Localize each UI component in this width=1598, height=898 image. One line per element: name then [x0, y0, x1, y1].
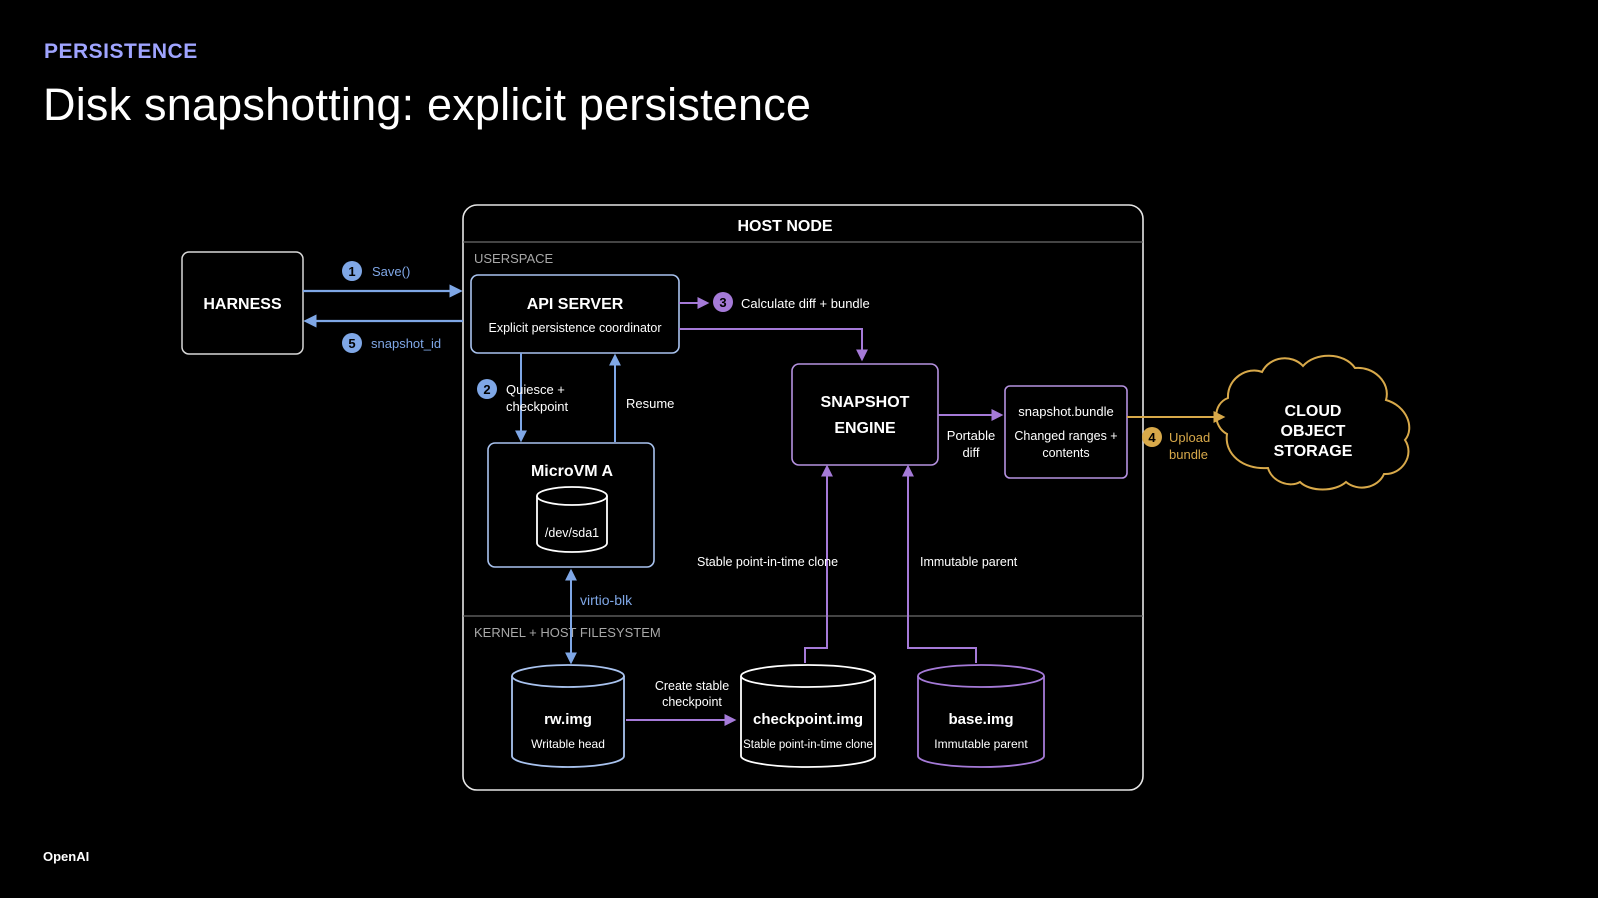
openai-logo: OpenAI: [43, 849, 90, 864]
api-server-subtitle: Explicit persistence coordinator: [489, 321, 662, 335]
kernel-label: KERNEL + HOST FILESYSTEM: [474, 625, 661, 640]
virtio-label: virtio-blk: [580, 592, 633, 608]
snapshot-bundle-line2: contents: [1042, 446, 1089, 460]
quiesce-label-line1: Quiesce +: [506, 382, 565, 397]
host-node-box: HOST NODE USERSPACE KERNEL + HOST FILESY…: [462, 204, 1144, 791]
portable-diff-line2: diff: [962, 445, 979, 460]
harness-label: HARNESS: [203, 296, 282, 313]
save-label: Save(): [372, 264, 410, 279]
step-3-badge: 3: [713, 292, 733, 312]
step-5-badge: 5: [342, 333, 362, 353]
upload-label-line1: Upload: [1169, 430, 1210, 445]
snapshot-bundle-title: snapshot.bundle: [1018, 404, 1113, 419]
snapshot-id-label: snapshot_id: [371, 336, 441, 351]
svg-text:4: 4: [1148, 430, 1156, 445]
microvm-disk-label: /dev/sda1: [545, 526, 599, 540]
api-to-engine-arrow: [679, 328, 868, 362]
microvm-disk-icon: [536, 486, 608, 553]
checkpoint-img-name: checkpoint.img: [753, 711, 863, 728]
step-4-badge: 4: [1142, 427, 1162, 447]
snapshot-engine-box: SNAPSHOT ENGINE: [791, 363, 939, 466]
immutable-parent-arrow: [902, 464, 977, 663]
rw-img-name: rw.img: [544, 711, 592, 728]
upload-label-line2: bundle: [1169, 447, 1208, 462]
stable-clone-arrow: [804, 464, 833, 663]
stable-clone-label: Stable point-in-time clone: [697, 555, 838, 569]
create-checkpoint-line2: checkpoint: [662, 695, 722, 709]
api-server-box: API SERVER Explicit persistence coordina…: [470, 274, 680, 354]
step-1-badge: 1: [342, 261, 362, 281]
resume-label: Resume: [626, 396, 674, 411]
checkpoint-img-desc: Stable point-in-time clone: [743, 739, 873, 751]
immutable-parent-label: Immutable parent: [920, 555, 1018, 569]
calc-diff-label: Calculate diff + bundle: [741, 296, 870, 311]
cloud-line1: CLOUD: [1285, 403, 1342, 420]
svg-text:2: 2: [483, 382, 490, 397]
section-kicker: PERSISTENCE: [44, 40, 198, 63]
base-img-name: base.img: [948, 711, 1013, 728]
rw-img-disk: rw.img Writable head: [511, 664, 625, 768]
microvm-title: MicroVM A: [531, 463, 614, 480]
snapshot-engine-line1: SNAPSHOT: [821, 394, 910, 411]
harness-box: HARNESS: [181, 251, 304, 355]
base-img-desc: Immutable parent: [934, 737, 1028, 751]
checkpoint-img-disk: checkpoint.img Stable point-in-time clon…: [740, 664, 876, 768]
rw-img-desc: Writable head: [531, 737, 605, 751]
api-server-title: API SERVER: [527, 296, 624, 313]
portable-diff-line1: Portable: [947, 428, 995, 443]
host-node-title: HOST NODE: [737, 218, 832, 235]
cloud-line3: STORAGE: [1274, 443, 1353, 460]
quiesce-label-line2: checkpoint: [506, 399, 569, 414]
svg-text:5: 5: [348, 336, 355, 351]
snapshot-engine-line2: ENGINE: [834, 420, 896, 437]
svg-text:3: 3: [719, 295, 726, 310]
svg-text:1: 1: [348, 264, 355, 279]
userspace-label: USERSPACE: [474, 251, 554, 266]
slide-title: Disk snapshotting: explicit persistence: [43, 79, 812, 130]
cloud-icon: CLOUD OBJECT STORAGE: [1215, 354, 1411, 491]
snapshot-bundle-line1: Changed ranges +: [1014, 429, 1117, 443]
snapshot-bundle-box: snapshot.bundle Changed ranges + content…: [1004, 385, 1128, 479]
base-img-disk: base.img Immutable parent: [917, 664, 1045, 768]
create-checkpoint-line1: Create stable: [655, 679, 729, 693]
step-2-badge: 2: [477, 379, 497, 399]
cloud-line2: OBJECT: [1281, 423, 1346, 440]
microvm-box: MicroVM A /dev/sda1: [487, 442, 655, 568]
